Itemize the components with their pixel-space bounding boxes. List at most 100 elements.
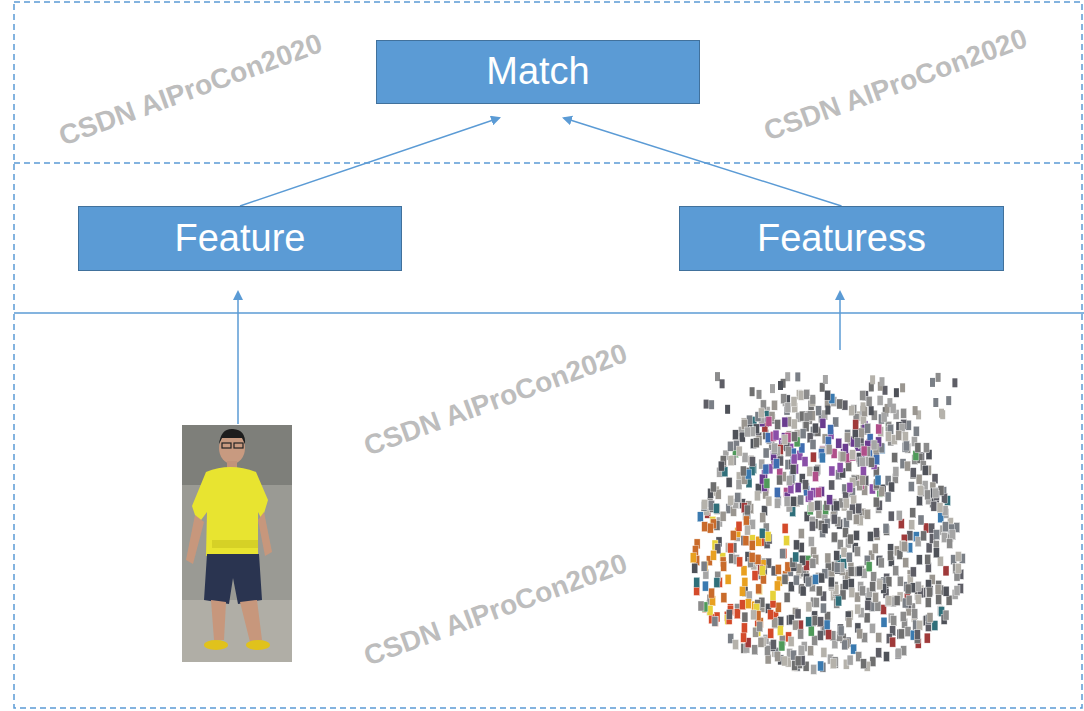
thumbnail [816, 586, 822, 596]
thumbnail [897, 576, 903, 586]
thumbnail [777, 626, 783, 636]
thumbnail [741, 566, 747, 576]
thumbnail [768, 610, 774, 620]
thumbnail [830, 659, 836, 669]
thumbnail [795, 483, 801, 493]
thumbnail [856, 503, 862, 513]
thumbnail [860, 391, 866, 401]
thumbnail [812, 636, 818, 646]
thumbnail [939, 409, 944, 418]
thumbnail [815, 501, 821, 511]
thumbnail [923, 443, 929, 453]
thumbnail [765, 532, 771, 542]
thumbnail [912, 609, 918, 619]
thumbnail [772, 443, 778, 453]
thumbnail [784, 536, 790, 546]
thumbnail [690, 553, 696, 563]
outer-frame [14, 2, 1082, 708]
thumbnail [740, 466, 746, 476]
thumbnail [763, 448, 769, 458]
thumbnail [774, 581, 780, 591]
thumbnail [955, 552, 961, 562]
thumbnail [816, 487, 822, 497]
thumbnail [870, 623, 876, 633]
thumbnail [880, 377, 885, 386]
thumbnail [896, 430, 902, 440]
flow-arrow [240, 118, 499, 206]
input-arrow [237, 292, 239, 424]
thumbnail [895, 649, 901, 659]
thumbnail [784, 592, 790, 602]
thumbnail [885, 492, 891, 502]
thumbnail [828, 425, 834, 435]
thumbnail [820, 383, 825, 392]
thumbnail [937, 503, 943, 513]
thumbnail [894, 388, 899, 397]
input-arrow [839, 292, 841, 350]
thumbnail [709, 400, 714, 409]
thumbnail [883, 386, 888, 395]
thumbnail [840, 452, 846, 462]
thumbnail [791, 397, 797, 407]
thumbnail [877, 395, 883, 405]
thumbnail [808, 626, 814, 636]
thumbnail [827, 495, 833, 505]
thumbnail [866, 396, 872, 406]
box-label: Match [486, 51, 589, 93]
thumbnail [768, 628, 774, 638]
thumbnail [860, 457, 866, 467]
thumbnail [698, 601, 704, 611]
watermark: CSDN AIProCon2020 [360, 548, 631, 672]
thumbnail [809, 521, 815, 531]
thumbnail [857, 629, 863, 639]
thumbnail [800, 586, 806, 596]
thumbnail [943, 566, 949, 576]
thumbnail [736, 521, 742, 531]
thumbnail [775, 652, 781, 662]
thumbnail [715, 372, 720, 381]
thumbnail [697, 512, 703, 522]
thumbnail [925, 554, 931, 564]
process-box: Feature [78, 206, 402, 271]
thumbnail [702, 581, 708, 591]
thumbnail [900, 383, 905, 392]
thumbnail [806, 617, 812, 627]
thumbnail [743, 536, 749, 546]
thumbnail [931, 501, 937, 511]
thumbnail [728, 456, 734, 466]
thumbnail [913, 406, 918, 415]
thumbnail [890, 637, 896, 647]
thumbnail [933, 548, 939, 558]
thumbnail [866, 562, 872, 572]
thumbnail [745, 427, 751, 437]
thumbnail [936, 595, 942, 605]
thumbnail [813, 574, 819, 584]
thumbnail [876, 424, 882, 434]
thumbnail [908, 482, 914, 492]
thumbnail [872, 544, 878, 554]
thumbnail [742, 453, 748, 463]
thumbnail [808, 502, 814, 512]
thumbnail [913, 426, 919, 436]
thumbnail [896, 510, 902, 520]
thumbnail [865, 509, 871, 519]
thumbnail [847, 655, 853, 665]
thumbnail [793, 620, 799, 630]
thumbnail [812, 423, 818, 433]
thumbnail [755, 554, 761, 564]
thumbnail [861, 446, 867, 456]
thumbnail [860, 475, 866, 485]
thumbnail [841, 547, 847, 557]
thumbnail [782, 523, 788, 533]
thumbnail [825, 553, 831, 563]
thumbnail [808, 646, 814, 656]
thumbnail [770, 640, 776, 650]
thumbnail [782, 435, 788, 445]
thumbnail [807, 411, 812, 420]
thumbnail [888, 551, 894, 561]
thumbnail [741, 623, 747, 633]
thumbnail [702, 561, 708, 571]
thumbnail [739, 586, 745, 596]
thumbnail [820, 418, 826, 428]
thumbnail [917, 620, 923, 630]
